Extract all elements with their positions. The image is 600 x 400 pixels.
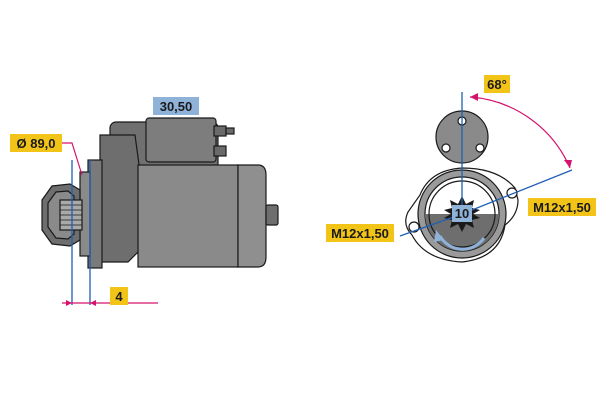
dim-30-50-text: 30,50	[160, 99, 193, 114]
angle-tag	[484, 75, 510, 93]
starter-side-view	[41, 117, 279, 305]
rotation-arrow	[438, 235, 486, 251]
thread-right-callout: M12x1,50	[528, 198, 596, 216]
drive-housing	[99, 134, 141, 263]
offset-text: 4	[115, 289, 123, 304]
angle-callout: 68°	[469, 75, 572, 169]
left-thread-axis	[399, 213, 463, 237]
diameter-callout: Ø 89,0	[10, 134, 83, 176]
teeth-tag	[452, 205, 472, 222]
terminal-top	[213, 125, 227, 137]
starter-front-view	[399, 92, 573, 263]
terminal-bottom	[213, 145, 227, 157]
thread-left-callout: M12x1,50	[326, 224, 394, 242]
rear-bolt	[265, 204, 279, 226]
thread-left-text: M12x1,50	[331, 226, 389, 241]
angle-text: 68°	[487, 77, 507, 92]
teeth-text: 10	[455, 206, 469, 221]
diameter-text: Ø 89,0	[16, 136, 55, 151]
end-cap	[237, 164, 267, 268]
teeth-callout: 10	[452, 205, 472, 222]
offset-tag	[110, 287, 128, 305]
motor-body	[137, 164, 239, 268]
thread-right-tag	[528, 198, 596, 216]
angled-axis	[461, 169, 573, 215]
dim-30-50-callout: 30,50	[153, 97, 199, 115]
diameter-leader	[62, 142, 83, 176]
diameter-tag	[10, 134, 62, 152]
thread-right-text: M12x1,50	[533, 200, 591, 215]
solenoid-cap	[145, 117, 217, 163]
offset-callout: 4	[62, 287, 158, 306]
terminal-pin	[225, 127, 235, 135]
thread-left-tag	[326, 224, 394, 242]
dim-30-50-tag	[153, 97, 199, 115]
angle-arc	[469, 96, 571, 169]
